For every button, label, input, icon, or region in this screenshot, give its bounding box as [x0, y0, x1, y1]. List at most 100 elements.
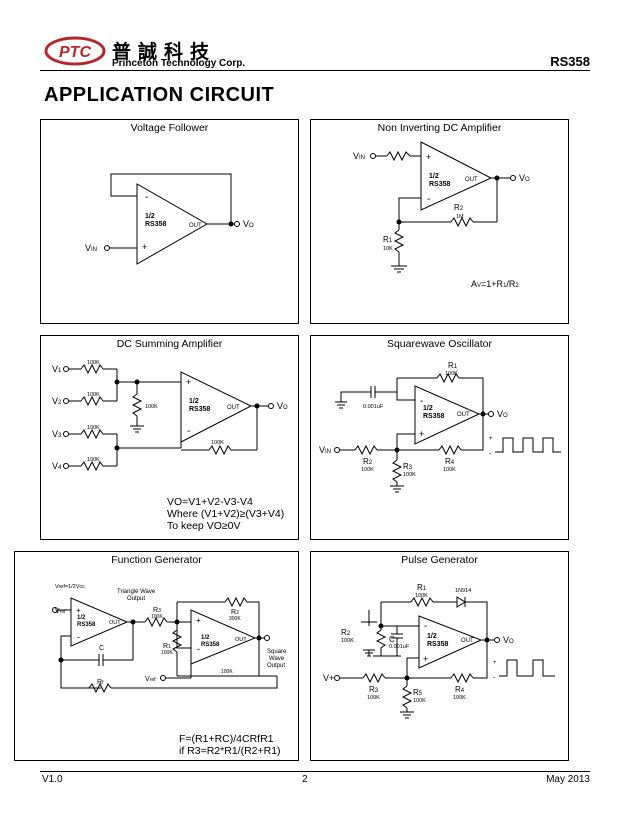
squarewave-oscillator-panel: Squarewave Oscillator: [310, 335, 569, 540]
panel-title: Function Generator: [111, 554, 202, 566]
summing-amplifier-schematic: + - 1/2 RS358 OUT V1 V2 V3 V4 100K 100K …: [52, 360, 288, 472]
panel-title: DC Summing Amplifier: [116, 338, 223, 350]
summing-formula: VO=V1+V2-V3-V4 Where (V1+V2)≥(V3+V4) To …: [167, 496, 285, 532]
company-name-chinese: 普誠科技: [112, 41, 217, 63]
svg-text:300K: 300K: [229, 616, 241, 622]
svg-text:Triangle Wave: Triangle Wave: [117, 589, 156, 595]
svg-text:-: -: [427, 194, 430, 205]
svg-text:OUT: OUT: [189, 223, 202, 229]
svg-text:VO: VO: [503, 635, 514, 645]
svg-text:100K: 100K: [341, 638, 354, 644]
non-inverting-amplifier-panel: Non Inverting DC Amplifier + - 1/2 RS358: [310, 119, 569, 324]
svg-text:-: -: [420, 396, 423, 407]
panel-title: Voltage Follower: [130, 122, 209, 134]
svg-text:PTC: PTC: [59, 44, 91, 61]
svg-text:R1: R1: [448, 361, 458, 370]
svg-text:R4: R4: [445, 457, 455, 466]
svg-text:Vref: Vref: [145, 676, 156, 683]
svg-text:R2: R2: [363, 457, 373, 466]
footer-page-number: 2: [302, 774, 308, 785]
svg-text:OUT: OUT: [465, 177, 478, 183]
svg-text:C: C: [389, 635, 395, 644]
svg-text:-: -: [77, 632, 80, 642]
company-name-english: Princeton Technology Corp.: [112, 58, 246, 69]
svg-text:V4: V4: [52, 461, 62, 471]
svg-text:R1: R1: [417, 583, 427, 592]
svg-text:1/2: 1/2: [189, 398, 199, 405]
function-generator-schematic: + - 1/2 RS358 OUT + - 1/2 RS358 OUT Vref…: [52, 584, 287, 694]
svg-text:-: -: [187, 426, 190, 437]
non-inverting-schematic: + - 1/2 RS358 OUT VIN VO R2 1M R1 10K AV…: [353, 141, 530, 289]
svg-text:AV=1+R1/R2: AV=1+R1/R2: [471, 279, 519, 289]
panel-title: Squarewave Oscillator: [386, 338, 493, 350]
svg-text:Square: Square: [267, 649, 287, 655]
svg-text:Vref=1/2Vcc: Vref=1/2Vcc: [55, 584, 85, 590]
svg-text:100K: 100K: [403, 472, 416, 478]
section-title: APPLICATION CIRCUIT: [44, 84, 275, 106]
svg-text:+: +: [142, 242, 147, 252]
svg-text:1/2: 1/2: [77, 615, 86, 621]
svg-text:100K: 100K: [361, 467, 374, 473]
svg-text:RS358: RS358: [429, 181, 451, 188]
svg-text:1N914: 1N914: [455, 588, 471, 594]
svg-text:1/2: 1/2: [145, 213, 155, 220]
svg-text:V1: V1: [52, 364, 62, 374]
panel-title: Pulse Generator: [401, 554, 478, 566]
svg-text:V2: V2: [52, 396, 62, 406]
svg-text:0.001uF: 0.001uF: [363, 404, 384, 410]
svg-text:R2: R2: [231, 609, 239, 616]
svg-text:VIN: VIN: [85, 243, 97, 253]
voltage-follower-schematic: - + 1/2 RS358 OUT VIN VO: [85, 173, 254, 265]
svg-text:OUT: OUT: [109, 620, 121, 626]
svg-text:100K: 100K: [87, 392, 100, 398]
svg-text:R3: R3: [153, 607, 161, 614]
svg-text:100K: 100K: [87, 425, 100, 431]
svg-text:RS358: RS358: [189, 406, 211, 413]
svg-text:R3: R3: [369, 685, 379, 694]
svg-text:+: +: [423, 654, 428, 664]
function-generator-formula: F=(R1+RC)/4CRfR1 if R3=R2*R1/(R2+R1): [179, 733, 281, 757]
svg-text:+: +: [489, 436, 493, 442]
svg-text:C: C: [99, 645, 104, 652]
svg-text:+: +: [426, 152, 431, 162]
svg-text:100K: 100K: [87, 457, 100, 463]
svg-text:R3: R3: [403, 462, 413, 471]
svg-text:OUT: OUT: [457, 412, 470, 418]
svg-text:100K: 100K: [367, 695, 380, 701]
svg-text:100K: 100K: [87, 360, 100, 366]
svg-text:+: +: [186, 377, 191, 387]
svg-text:100K: 100K: [415, 593, 428, 599]
panel-title: Non Inverting DC Amplifier: [377, 122, 502, 134]
svg-text:R2: R2: [454, 203, 464, 212]
svg-text:R5: R5: [413, 688, 423, 697]
svg-text:100K: 100K: [211, 440, 224, 446]
svg-text:VIN: VIN: [319, 445, 331, 455]
svg-text:VO: VO: [497, 409, 508, 419]
svg-text:100K: 100K: [453, 695, 466, 701]
svg-text:1/2: 1/2: [201, 635, 210, 641]
svg-text:OUT: OUT: [235, 637, 247, 643]
svg-text:0.001uF: 0.001uF: [389, 644, 410, 650]
svg-text:-: -: [493, 675, 496, 682]
svg-text:-: -: [145, 192, 148, 203]
svg-text:RS358: RS358: [77, 622, 96, 628]
svg-text:VO: VO: [277, 401, 288, 411]
voltage-follower-panel: Voltage Follower - + 1/2 RS358 OUT VIN V…: [40, 119, 299, 324]
svg-text:OUT: OUT: [227, 405, 240, 411]
footer-rule: [40, 771, 590, 772]
svg-text:1M: 1M: [456, 214, 464, 220]
svg-text:100K: 100K: [145, 404, 158, 410]
svg-text:RS358: RS358: [145, 221, 167, 228]
svg-text:100K: 100K: [151, 614, 163, 620]
svg-text:VO: VO: [519, 173, 530, 183]
svg-text:Rf: Rf: [97, 679, 104, 686]
svg-text:R4: R4: [455, 685, 465, 694]
svg-text:VO: VO: [243, 219, 254, 229]
svg-text:RS358: RS358: [201, 642, 220, 648]
svg-text:1/2: 1/2: [427, 633, 437, 640]
svg-text:-: -: [489, 451, 492, 458]
svg-text:OUT: OUT: [461, 638, 474, 644]
svg-text:Wave: Wave: [269, 656, 285, 662]
svg-text:V3: V3: [52, 429, 62, 439]
svg-text:R1: R1: [383, 235, 393, 244]
